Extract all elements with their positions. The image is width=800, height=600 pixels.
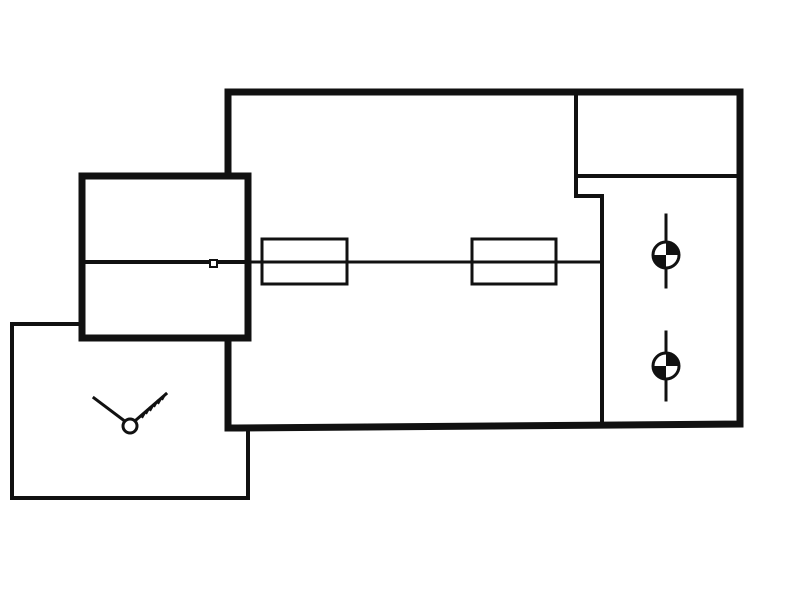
lever-dial (91, 391, 169, 435)
left-lower-room (209, 259, 218, 268)
right-room (574, 174, 604, 426)
beam-assembly (246, 237, 604, 286)
rotary-valve-upper-quadrant-bottom (653, 255, 666, 268)
main-room-wall-left-upper (224, 88, 744, 432)
main-room (224, 88, 744, 432)
bottom-left-room-outline (10, 322, 250, 500)
right-room-wall-left (574, 174, 604, 426)
rotary-valve-lower (651, 330, 681, 402)
rotary-valve-lower-quadrant-top (666, 353, 679, 366)
rotary-valve-lower-quadrant-bottom (653, 366, 666, 379)
lever-dial-spring (141, 392, 167, 419)
lever-dial-hub (121, 417, 139, 435)
rotary-valve-upper (651, 213, 681, 289)
top-right-room (574, 90, 742, 178)
left-upper-room (78, 172, 252, 342)
lever-dial-arm-left (91, 395, 129, 425)
bottom-left-room (10, 322, 250, 500)
main-room-wall-left-lower (224, 336, 244, 432)
left-lower-room-door-marker (209, 259, 218, 268)
rotary-valve-upper-quadrant-top (666, 242, 679, 255)
left-wing-outline (78, 172, 252, 342)
